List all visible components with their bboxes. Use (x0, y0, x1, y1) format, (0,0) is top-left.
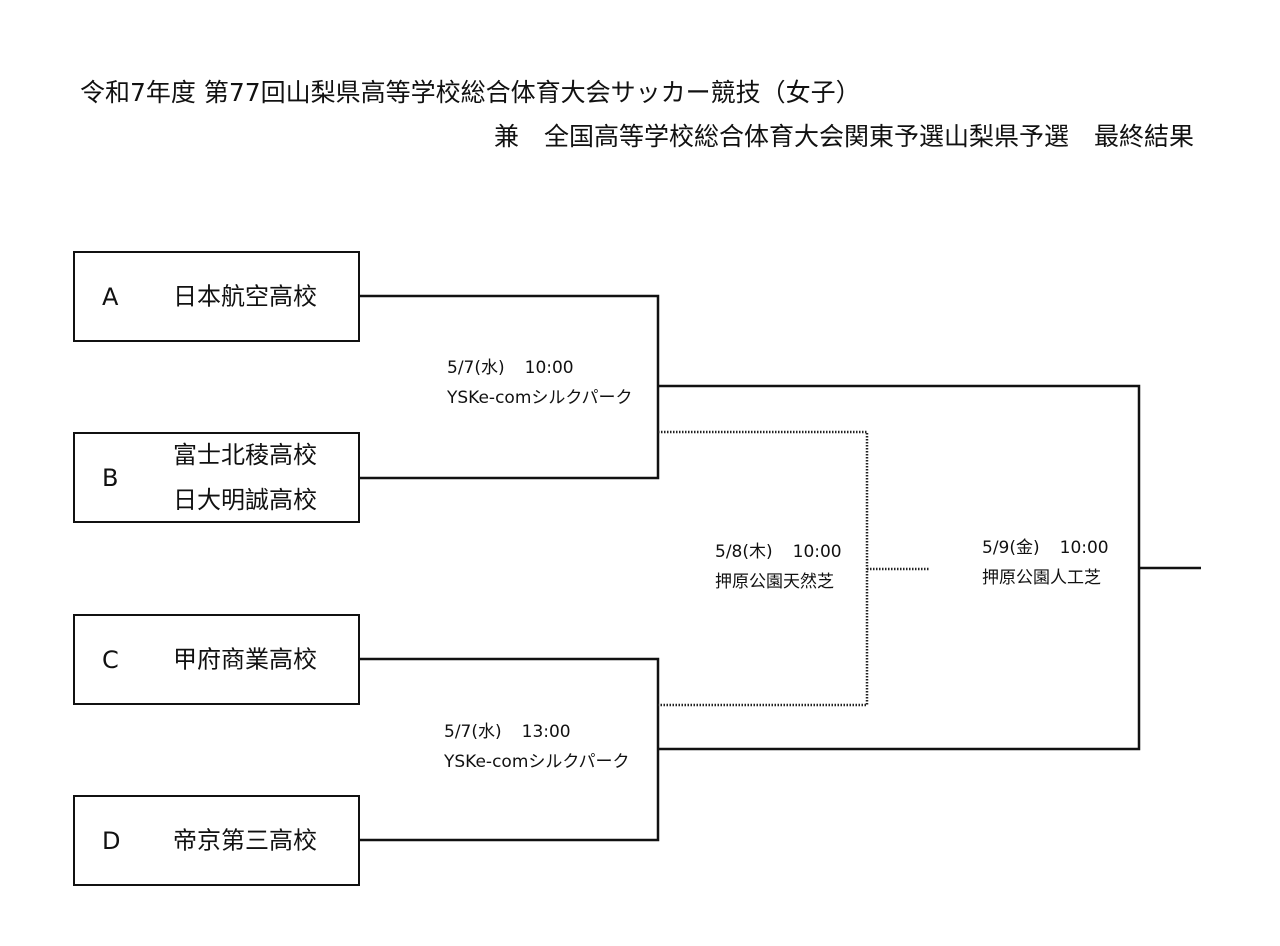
match-time: 10:00 (792, 542, 842, 562)
match-info-final: 5/9(金) 10:00 押原公園人工芝 (982, 533, 1109, 593)
team-name: 帝京第三高校 (173, 826, 317, 854)
match-info-third-place: 5/8(木) 10:00 押原公園天然芝 (715, 537, 842, 597)
bracket-line-c (360, 657, 660, 749)
team-names: 日本航空高校 (173, 274, 317, 319)
team-letter: A (102, 282, 119, 311)
team-box-b: B 富士北稜高校 日大明誠高校 (73, 432, 360, 523)
match-time: 10:00 (1059, 538, 1109, 558)
team-name: 富士北稜高校 (173, 440, 317, 469)
team-names: 帝京第三高校 (173, 818, 317, 863)
team-names: 富士北稜高校 日大明誠高校 (173, 433, 317, 523)
match-datetime: 5/8(木) 10:00 (715, 537, 842, 567)
title-line-1: 令和7年度 第77回山梨県高等学校総合体育大会サッカー競技（女子） (80, 78, 861, 107)
team-name: 甲府商業高校 (173, 645, 317, 673)
bracket-line-b (360, 386, 660, 480)
team-letter: C (102, 645, 119, 674)
team-letter: D (102, 826, 121, 855)
match-venue: YSKe-comシルクパーク (444, 752, 630, 772)
match-date: 5/8(木) (715, 542, 773, 562)
match-time: 10:00 (524, 358, 574, 378)
team-names: 甲府商業高校 (173, 637, 317, 682)
bracket-line-a (360, 294, 660, 386)
match-venue: 押原公園人工芝 (982, 568, 1101, 588)
title-line-2: 兼 全国高等学校総合体育大会関東予選山梨県予選 最終結果 (493, 122, 1194, 151)
team-name: 日本航空高校 (173, 282, 317, 310)
match-info-semifinal-cd: 5/7(水) 13:00 YSKe-comシルクパーク (444, 717, 630, 777)
match-venue: 押原公園天然芝 (715, 572, 834, 592)
team-box-d: D 帝京第三高校 (73, 795, 360, 886)
match-date: 5/9(金) (982, 538, 1040, 558)
match-datetime: 5/9(金) 10:00 (982, 533, 1109, 563)
match-time: 13:00 (521, 722, 571, 742)
match-venue: YSKe-comシルクパーク (447, 388, 633, 408)
team-box-a: A 日本航空高校 (73, 251, 360, 342)
team-letter: B (102, 463, 119, 492)
match-info-semifinal-ab: 5/7(水) 10:00 YSKe-comシルクパーク (447, 353, 633, 413)
team-box-c: C 甲府商業高校 (73, 614, 360, 705)
match-datetime: 5/7(水) 13:00 (444, 717, 630, 747)
match-date: 5/7(水) (444, 722, 502, 742)
match-datetime: 5/7(水) 10:00 (447, 353, 633, 383)
team-name: 日大明誠高校 (173, 485, 317, 514)
match-date: 5/7(水) (447, 358, 505, 378)
bracket-line-d (360, 749, 660, 842)
